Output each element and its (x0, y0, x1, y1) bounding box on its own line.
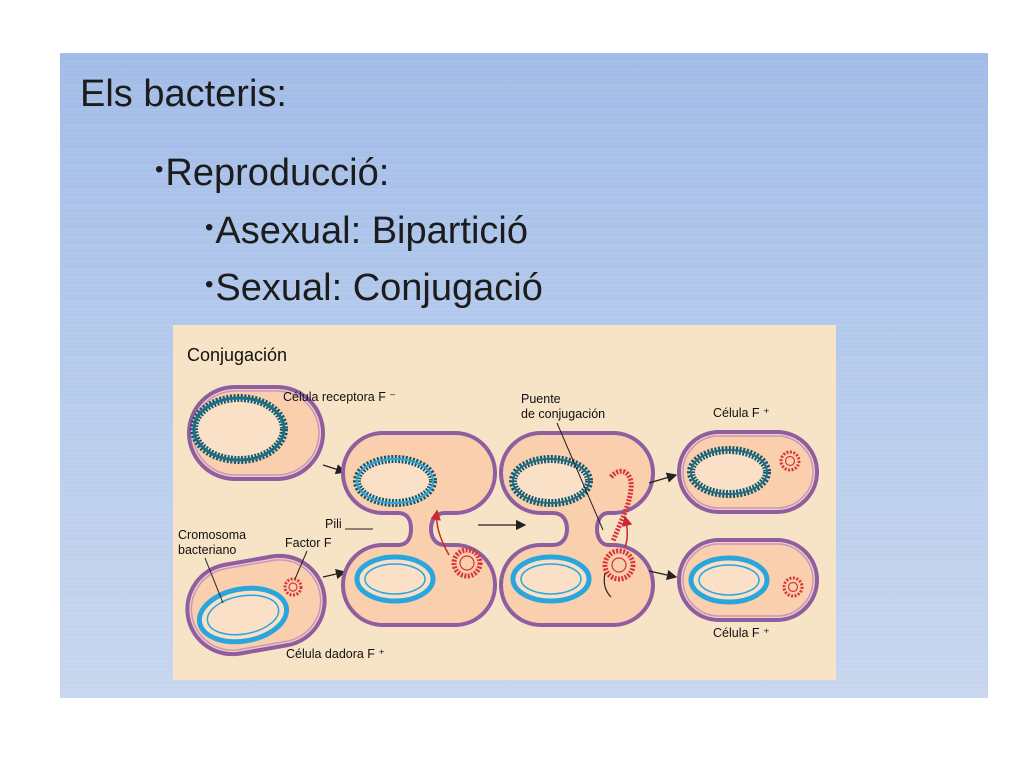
bullet-text: Sexual: Conjugació (215, 267, 543, 309)
bullet-sexual: •Sexual: Conjugació (205, 267, 543, 310)
label-puente-1: Puente (521, 392, 561, 406)
label-pili: Pili (325, 517, 342, 531)
bullet-text: Asexual: Bipartició (215, 210, 528, 252)
bullet-dot: • (205, 214, 214, 241)
slide: Els bacteris: •Reproducció: •Asexual: Bi… (60, 53, 988, 698)
bullet-asexual: •Asexual: Bipartició (205, 210, 528, 253)
conjugation-diagram: Conjugación Célula receptora F ⁻ Cromoso… (173, 325, 836, 680)
label-cell-f-top: Célula F ⁺ (713, 406, 770, 420)
label-cromosoma-2: bacteriano (178, 543, 236, 557)
label-donor-cell: Célula dadora F ⁺ (286, 647, 385, 661)
bullet-dot: • (205, 271, 214, 298)
bullet-dot: • (155, 156, 164, 183)
f-plus-cell-top (677, 430, 819, 514)
donor-cell (185, 553, 327, 657)
conjugating-pair-2 (498, 431, 656, 627)
label-receptor-cell: Célula receptora F ⁻ (283, 390, 396, 404)
label-cell-f-bottom: Célula F ⁺ (713, 626, 770, 640)
f-plus-cell-bottom (677, 538, 819, 622)
label-puente-2: de conjugación (521, 407, 605, 421)
slide-title: Els bacteris: (80, 73, 287, 115)
diagram-title: Conjugación (187, 345, 287, 365)
conjugating-pair-1 (340, 431, 498, 627)
bullet-text: Reproducció: (165, 152, 390, 194)
label-factor-f: Factor F (285, 536, 332, 550)
receptor-cell (187, 385, 325, 481)
bullet-reproduccio: •Reproducció: (155, 152, 389, 195)
label-cromosoma-1: Cromosoma (178, 528, 246, 542)
